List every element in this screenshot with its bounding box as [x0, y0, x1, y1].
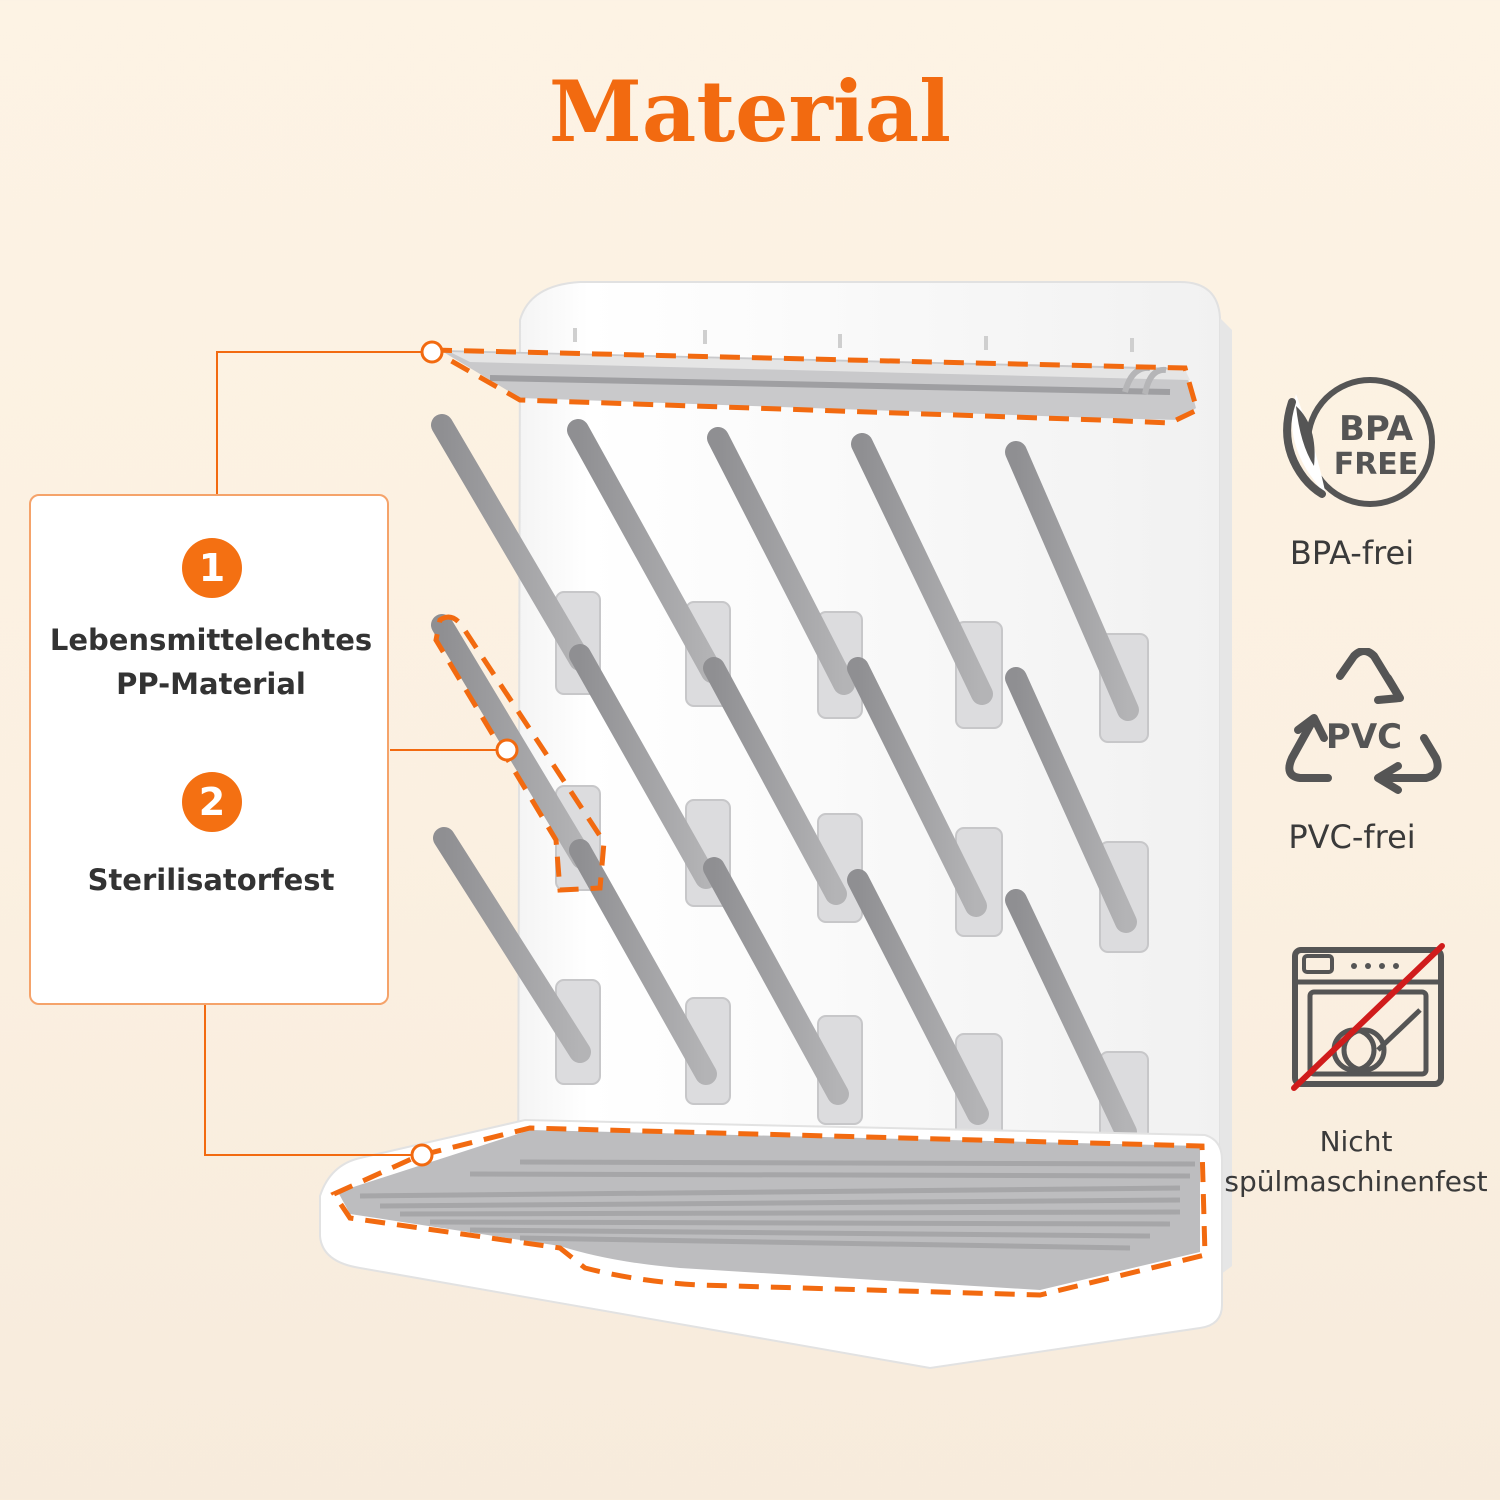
feature-label-food-grade: Lebensmittelechtes PP-Material: [49, 623, 373, 701]
callout-dots: [410, 340, 519, 1167]
peg-highlight: [433, 614, 607, 893]
no-dishwasher-icon: [1291, 943, 1445, 1091]
page-title: Material: [548, 62, 952, 161]
feature-number-2: 2: [182, 772, 242, 832]
badge-label-pvc: PVC-frei: [1288, 818, 1416, 856]
feature-label-sterilizer: Sterilisatorfest: [87, 863, 335, 897]
drip-tray: [338, 1130, 1200, 1290]
tray-ribs: [359, 1159, 1196, 1251]
feature-box: 1 Lebensmittelechtes PP-Material 2 Steri…: [29, 494, 389, 1005]
pvc-icon-text: PVC: [1326, 717, 1402, 757]
free-icon-text: FREE: [1334, 447, 1419, 482]
bpa-free-leaf-icon: BPA FREE: [1283, 377, 1435, 507]
badge-label-bpa: BPA-frei: [1289, 534, 1415, 572]
badge-label-dishwasher: Nicht spülmaschinenfest: [1224, 1125, 1488, 1198]
top-hook-slots: [573, 328, 1134, 352]
recycle-pvc-icon: PVC: [1285, 648, 1442, 794]
feature-number-1: 1: [182, 538, 242, 598]
top-shelf-highlight: [430, 347, 1200, 426]
callout-lines: [204, 351, 508, 1156]
tray-highlight: [330, 1125, 1208, 1298]
bpa-icon-text: BPA: [1339, 409, 1414, 449]
